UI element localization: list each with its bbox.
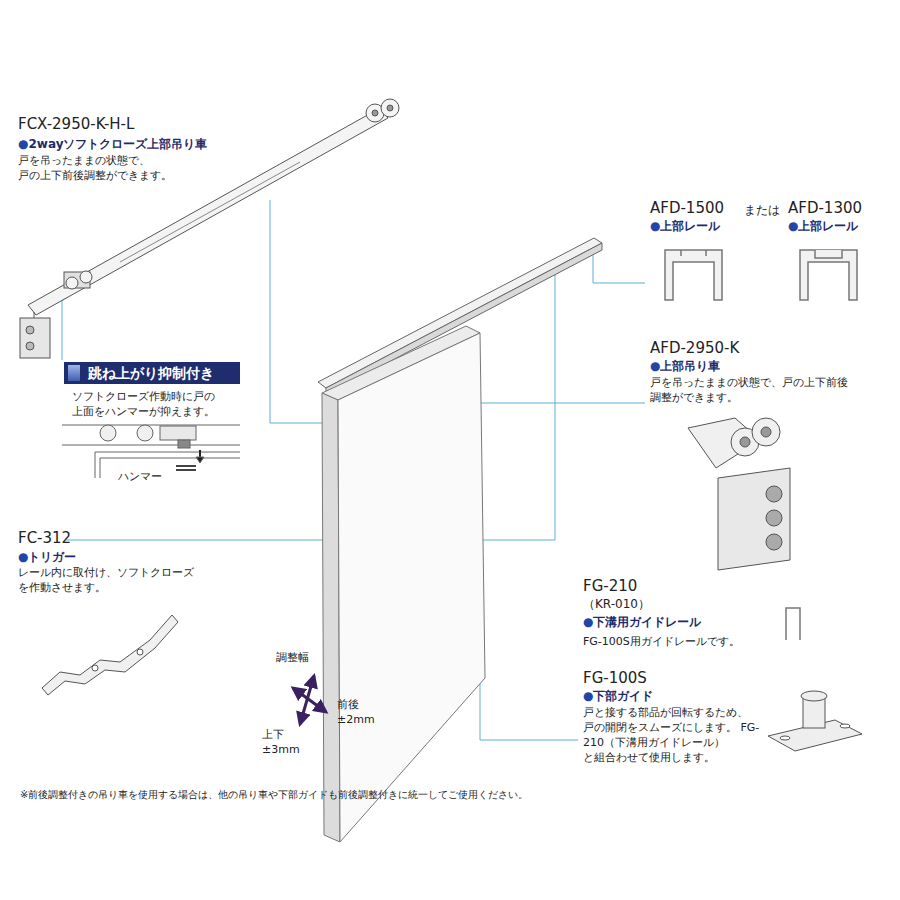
rail-profile: [665, 250, 857, 300]
description: FG-100S用ガイドレールです。: [583, 635, 740, 650]
model-code: AFD-1300: [788, 198, 862, 218]
feature-band: 跳ね上がり抑制付き: [64, 362, 240, 384]
description: ソフトクローズ作動時に戸の 上面をハンマーが抑えます。: [72, 390, 232, 420]
top-hanger: [688, 418, 760, 468]
model-code: FG-100S: [583, 668, 647, 688]
leader-line: [593, 251, 645, 283]
door-panel: [322, 326, 485, 842]
soft-close-hanger: [34, 312, 35, 318]
soft-close-hanger: [20, 318, 50, 358]
top-hanger: [766, 534, 782, 550]
soft-close-hanger: [26, 326, 34, 334]
part-name: ●トリガー: [18, 549, 76, 565]
top-hanger: [766, 486, 782, 502]
lower-guide: [801, 691, 827, 701]
rail-profile: [800, 250, 857, 300]
soft-close-hanger: [372, 110, 378, 116]
hammer-inset: [178, 440, 190, 448]
hammer-inset: [100, 425, 116, 441]
trigger-part: [42, 615, 178, 695]
description: 戸を吊ったままの状態で、 戸の上下前後調整ができます。: [18, 154, 188, 184]
lower-guide: [768, 691, 862, 751]
dimension-label: 前後 ±2mm: [337, 698, 385, 728]
adjustment-arrow: [293, 676, 326, 724]
guide-rail-profile: [786, 608, 800, 640]
top-hanger: [766, 510, 782, 526]
top-hanger: [752, 418, 780, 446]
soft-close-hanger: [66, 277, 78, 289]
band-icon: [68, 365, 80, 381]
top-hanger: [718, 468, 790, 570]
top-hanger: [761, 427, 771, 437]
trigger-part: [92, 665, 98, 671]
lower-guide: [840, 724, 850, 728]
model-code: FCX-2950-K-H-L: [18, 114, 134, 134]
part-name: ●上部レール: [650, 218, 720, 234]
hammer-inset: [95, 452, 240, 478]
soft-close-hanger: [26, 342, 34, 350]
part-name: ●上部レール: [788, 218, 858, 234]
leader-line: [480, 672, 578, 740]
lower-guide: [780, 736, 790, 740]
dimension-label: 上下 ±3mm: [262, 728, 310, 758]
rail-profile: [815, 250, 842, 258]
hammer-inset: [196, 457, 204, 463]
hammer-inset: [160, 426, 196, 440]
soft-close-hanger: [381, 99, 399, 117]
band-text: 跳ね上がり抑制付き: [88, 362, 240, 384]
conjunction: または: [744, 202, 780, 218]
top-hanger: [688, 418, 790, 570]
part-name: ●下溝用ガイドレール: [583, 614, 701, 630]
hammer-inset: [176, 466, 196, 470]
model-code: FC-312: [18, 528, 71, 548]
trigger-part: [137, 649, 143, 655]
rail-profile: [681, 250, 706, 256]
part-name: ●下部ガイド: [583, 688, 653, 704]
description: 戸を吊ったままの状態で、戸の上下前後 調整ができます。: [650, 376, 865, 406]
rail-profile: [665, 250, 722, 300]
part-name: ●上部吊り車: [650, 358, 720, 374]
model-code: AFD-2950-K: [650, 338, 739, 358]
model-code: FG-210: [583, 576, 637, 596]
part-name: ハンマー: [118, 470, 162, 485]
model-code: （KR-010）: [583, 596, 650, 612]
leader-line: [62, 298, 63, 360]
door-panel: [322, 393, 340, 842]
description: 戸と接する部品が回転するため、 戸の開閉をスムーズにします。 FG-210（下溝…: [583, 706, 773, 765]
soft-close-hanger: [80, 271, 92, 283]
note: ※前後調整付きの吊り車を使用する場合は、他の吊り車や下部ガイドも前後調整付きに統…: [20, 788, 528, 802]
adjustment-arrow: [300, 676, 314, 724]
leader-line: [270, 200, 330, 423]
dimension-label: 調整幅: [276, 651, 309, 666]
model-code: AFD-1500: [650, 198, 724, 218]
top-hanger: [740, 437, 750, 447]
part-name: ●2wayソフトクローズ上部吊り車: [18, 136, 207, 152]
hammer-inset: [137, 425, 153, 441]
door-panel: [338, 333, 485, 842]
soft-close-hanger: [387, 105, 393, 111]
hammer-inset: [62, 425, 240, 445]
description: レール内に取付け、ソフトクローズ を作動させます。: [18, 566, 213, 596]
guide-rail-profile: [786, 608, 800, 640]
trigger-part: [42, 615, 178, 695]
leader-line: [470, 345, 645, 403]
